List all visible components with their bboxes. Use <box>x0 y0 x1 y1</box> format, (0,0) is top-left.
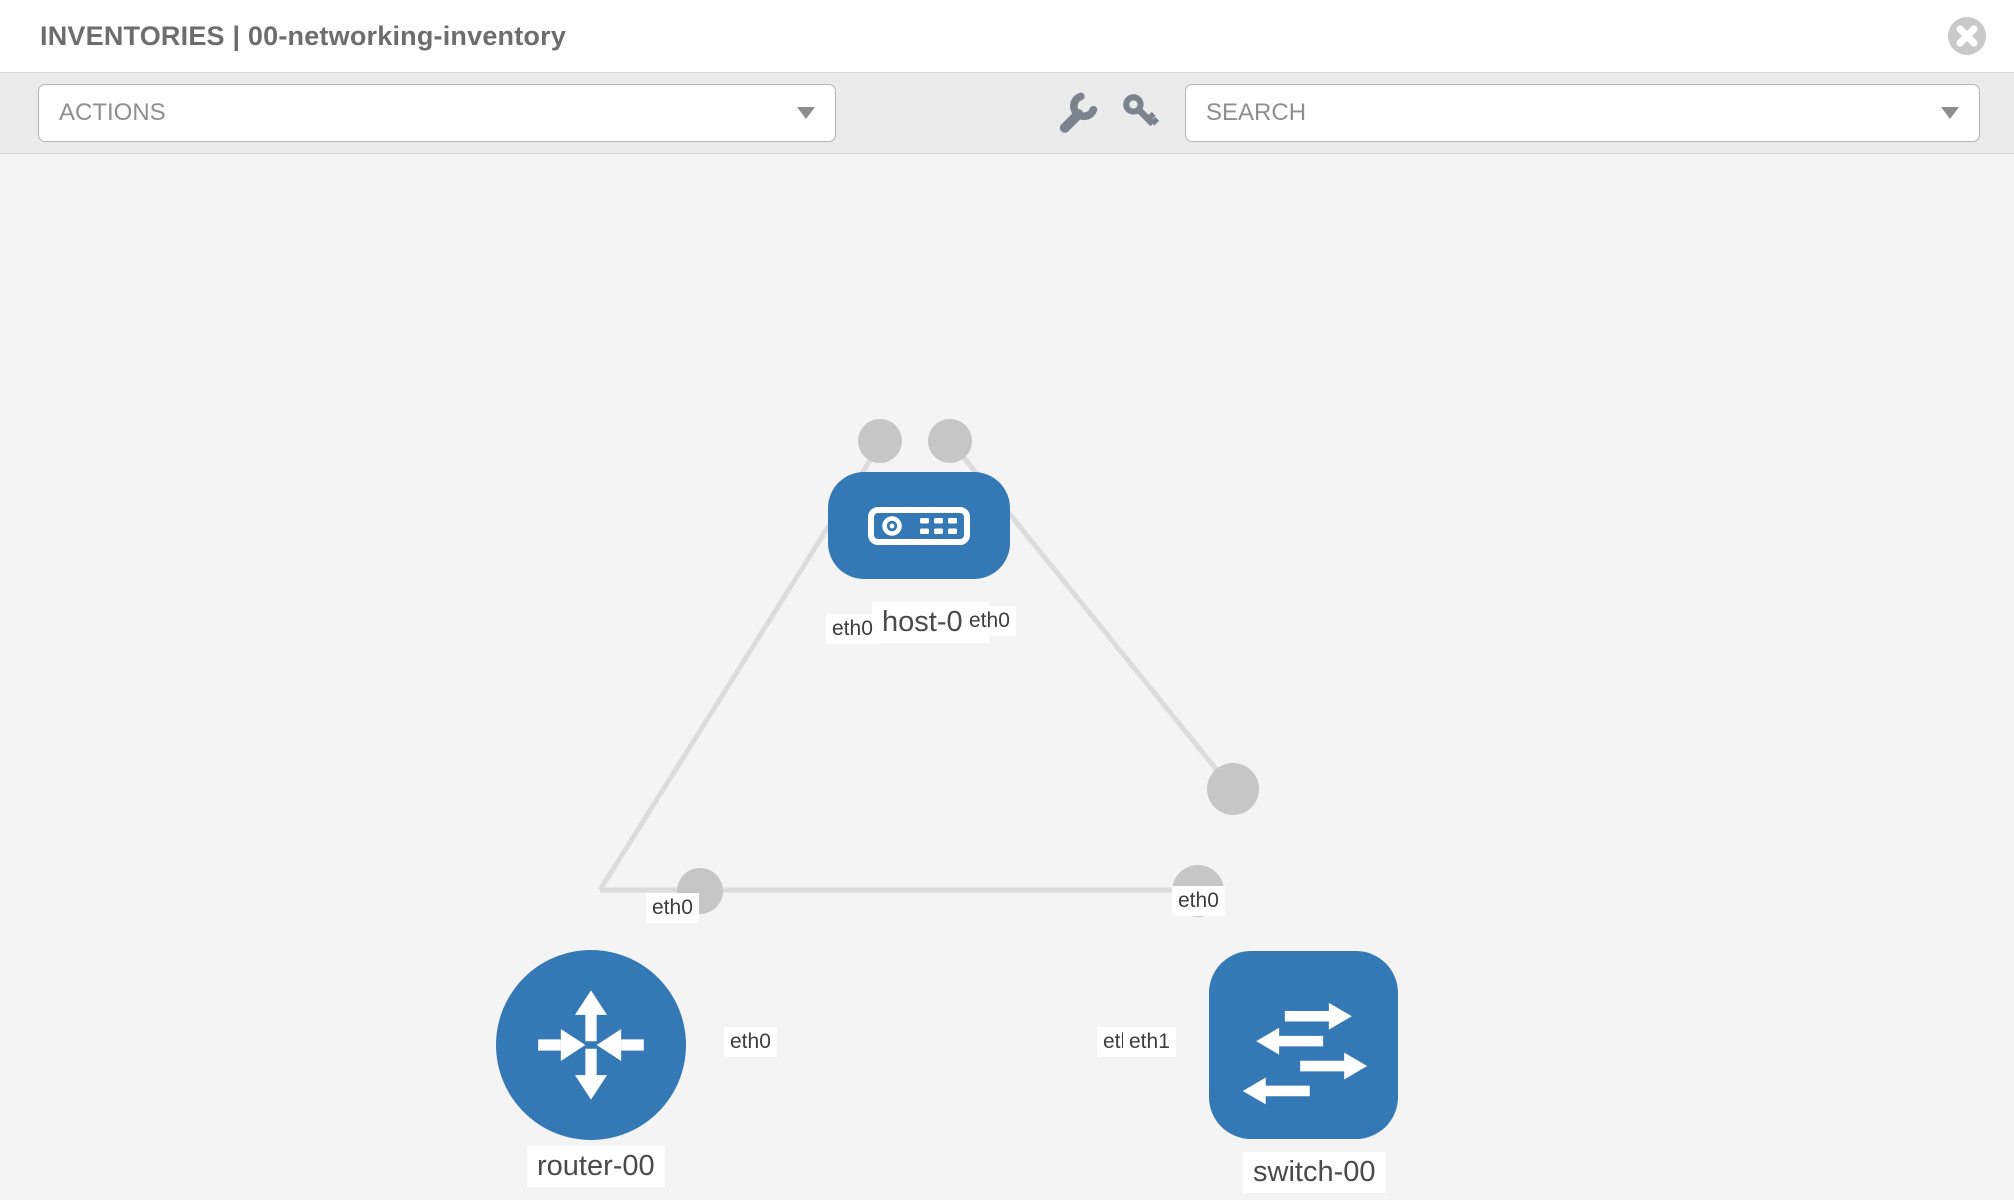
key-button[interactable] <box>1120 91 1164 135</box>
node-switch-00[interactable] <box>1209 951 1398 1139</box>
search-dropdown[interactable]: SEARCH <box>1185 84 1980 142</box>
interface-label-router-eth0: eth0 <box>724 1027 777 1057</box>
router-icon <box>538 990 644 1100</box>
chevron-down-icon <box>1941 107 1959 119</box>
close-button[interactable] <box>1946 15 1988 57</box>
wrench-icon <box>1059 92 1098 133</box>
chevron-down-icon <box>797 107 815 119</box>
header: INVENTORIES | 00-networking-inventory <box>0 0 2014 73</box>
node-host-00[interactable] <box>828 472 1010 579</box>
interface-label-switch-eth1: eth1 <box>1123 1027 1176 1057</box>
page-title: INVENTORIES | 00-networking-inventory <box>40 21 567 51</box>
connector-switch-eth0 <box>1207 763 1259 815</box>
topology-graph <box>597 419 1259 917</box>
connector-host-eth0-right <box>928 419 972 463</box>
search-placeholder: SEARCH <box>1206 99 1307 126</box>
close-icon <box>1948 17 1986 55</box>
node-router-00[interactable] <box>496 950 686 1140</box>
key-icon <box>1123 94 1160 127</box>
topology-canvas[interactable]: host-00 router-00 switch-00 eth0 eth0 et… <box>0 154 2014 1200</box>
interface-label-switch-eth0: eth0 <box>1172 886 1225 916</box>
node-label-switch: switch-00 <box>1243 1152 1386 1193</box>
toolbar: ACTIONS SEARCH <box>0 73 2014 154</box>
switch-icon <box>1242 1002 1367 1105</box>
interface-label-host-eth0-right: eth0 <box>963 606 1016 636</box>
connector-host-eth0-left <box>858 419 902 463</box>
host-icon <box>868 506 970 545</box>
actions-dropdown[interactable]: ACTIONS <box>38 84 836 142</box>
actions-dropdown-label: ACTIONS <box>59 99 166 126</box>
interface-label-router-eth0-top: eth0 <box>646 893 699 923</box>
wrench-button[interactable] <box>1056 91 1100 135</box>
node-label-router: router-00 <box>527 1146 665 1187</box>
interface-label-host-eth0-left: eth0 <box>826 614 879 644</box>
